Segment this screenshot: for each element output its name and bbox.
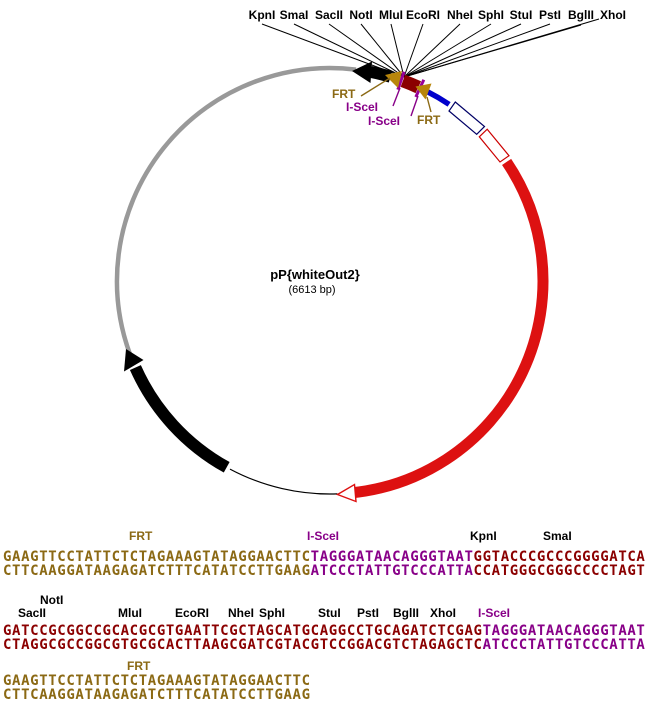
enzyme-label-bglii: BglII — [568, 8, 594, 22]
plasmid-title: pP{whiteOut2} — [270, 267, 360, 282]
seq3-top-strand: GAAGTTCCTATTCTCTAGAAAGTATAGGAACTTC — [3, 674, 311, 688]
seq2-label-sacii: SacII — [18, 606, 47, 620]
segment-blue — [425, 88, 451, 107]
seq-segment: GATCCGCGGCCGCACGCGTGAATTCGCTAGCATGCAGGCC… — [3, 623, 483, 639]
enzyme-label-stui: StuI — [509, 8, 533, 22]
seq-segment: TAGGGATAACAGGGTAAT — [482, 623, 646, 639]
seq3-label-frt: FRT — [127, 659, 151, 673]
seq-segment: ATCCCTATTGTCCCATTA — [310, 563, 474, 579]
seq2-label-mlui: MluI — [118, 606, 142, 620]
enzyme-label-sphi: SphI — [478, 8, 504, 22]
seq2-label-scei: I-SceI — [478, 606, 511, 620]
black-top-arrowhead-icon — [352, 61, 372, 83]
enzyme-label-nhei: NheI — [446, 8, 474, 22]
leader-scei-left — [392, 87, 401, 107]
backbone-line-thin — [229, 468, 338, 495]
seq1-top-strand: GAAGTTCCTATTCTCTAGAAAGTATAGGAACTTCTAGGGA… — [3, 550, 645, 564]
plasmid-size: (6613 bp) — [288, 284, 336, 296]
leader-frt-right — [426, 96, 432, 113]
seq2-label-xhoi: XhoI — [430, 606, 456, 620]
seq1-label-smai: SmaI — [543, 529, 572, 543]
open-gene-box-red-outline — [478, 128, 510, 163]
seq2-label-bglii: BglII — [393, 606, 419, 620]
i-scei-site-marker-left — [396, 71, 406, 91]
map-label-frt-right: FRT — [417, 113, 441, 127]
seq-segment: GAAGTTCCTATTCTCTAGAAAGTATAGGAACTTC — [3, 673, 311, 689]
seq1-label-frt: FRT — [129, 529, 153, 543]
map-label-scei-right: I-SceI — [368, 114, 401, 128]
seq2-label-ecori: EcoRI — [175, 606, 210, 620]
enzyme-label-xhoi: XhoI — [600, 8, 626, 22]
seq2-top-strand: GATCCGCGGCCGCACGCGTGAATTCGCTAGCATGCAGGCC… — [3, 624, 645, 638]
seq-segment: ATCCCTATTGTCCCATTA — [482, 637, 646, 653]
seq2-label-psti: PstI — [357, 606, 380, 620]
seq-segment: CTTCAAGGATAAGAGATCTTTCATATCCTTGAAG — [3, 563, 311, 579]
frt-site-marker-right-icon — [415, 83, 432, 100]
map-label-frt-left: FRT — [332, 87, 356, 101]
open-gene-box-blue-outline — [448, 101, 486, 136]
black-bottom-arrowhead-icon — [124, 349, 144, 372]
frt-site-marker-left-icon — [385, 71, 402, 88]
mcs-segment — [400, 74, 422, 94]
seq-segment: GGTACCCGCCCGGGGATCA — [473, 549, 646, 565]
seq2-label-noti: NotI — [40, 593, 64, 607]
gene-arc-red — [349, 158, 549, 499]
seq2-label-stui: StuI — [318, 606, 341, 620]
red-gene-arrowhead — [335, 483, 357, 503]
enzyme-label-psti: PstI — [538, 8, 562, 22]
seq-segment: CTAGGCGCCGGCGTGCGCACTTAAGCGATCGTACGTCCGG… — [3, 637, 483, 653]
enzyme-label-sacii: SacII — [314, 8, 344, 22]
gene-arrow-black-bottom — [129, 365, 230, 473]
seq3-bottom-strand: CTTCAAGGATAAGAGATCTTTCATATCCTTGAAG — [3, 688, 311, 702]
fan-lines — [261, 18, 600, 78]
seq1-bottom-strand: CTTCAAGGATAAGAGATCTTTCATATCCTTGAAGATCCCT… — [3, 564, 645, 578]
leader-frt-left — [360, 77, 391, 97]
enzyme-label-noti: NotI — [349, 8, 373, 22]
enzyme-label-mlui: MluI — [379, 8, 403, 22]
seq1-label-scei: I-SceI — [307, 529, 340, 543]
map-label-scei-left: I-SceI — [346, 100, 379, 114]
seq2-bottom-strand: CTAGGCGCCGGCGTGCGCACTTAAGCGATCGTACGTCCGG… — [3, 638, 645, 652]
seq2-label-nhei: NheI — [228, 606, 255, 620]
seq-segment: TAGGGATAACAGGGTAAT — [310, 549, 474, 565]
seq-segment: CTTCAAGGATAAGAGATCTTTCATATCCTTGAAG — [3, 687, 311, 703]
backbone-arc-gray — [114, 65, 357, 355]
seq2-label-sphi: SphI — [259, 606, 285, 620]
enzyme-label-ecori: EcoRI — [405, 8, 441, 22]
seq1-label-kpni: KpnI — [470, 529, 497, 543]
seq-segment: CCATGGGCGGGCCCCTAGT — [473, 563, 646, 579]
leader-scei-right — [410, 95, 419, 117]
enzyme-label-kpni: KpnI — [248, 8, 276, 22]
enzyme-label-smai: SmaI — [279, 8, 309, 22]
seq-segment: GAAGTTCCTATTCTCTAGAAAGTATAGGAACTTC — [3, 549, 311, 565]
plasmid-map-svg — [114, 18, 600, 503]
